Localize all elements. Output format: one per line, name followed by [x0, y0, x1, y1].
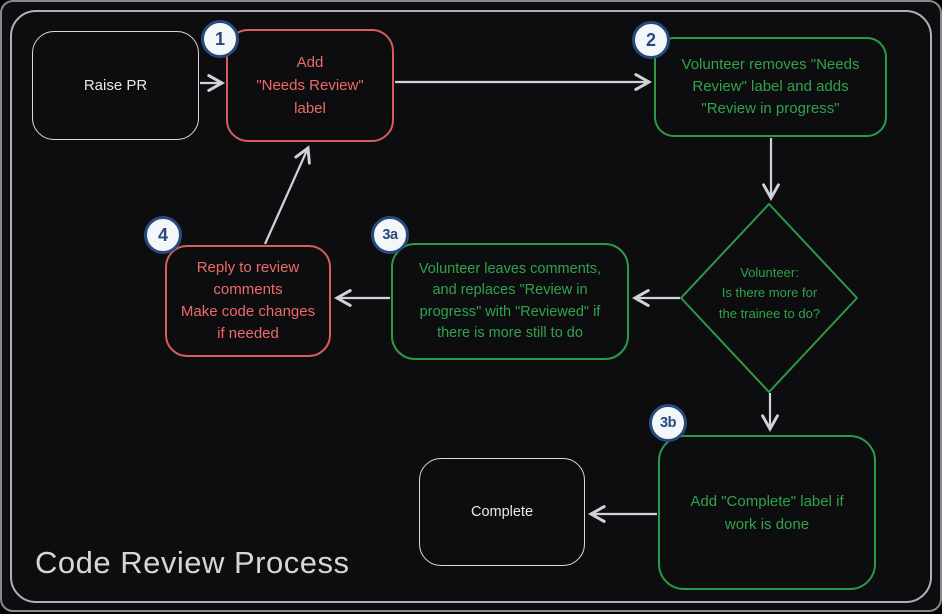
- node-volunteer-leaves-comments: Volunteer leaves comments, and replaces …: [391, 243, 629, 360]
- page-title: Code Review Process: [35, 545, 350, 580]
- step-badge-1: 1: [201, 20, 239, 58]
- step-badge-3a: 3a: [371, 216, 409, 254]
- node-volunteer-removes-label: Volunteer removes "Needs Review" label a…: [654, 37, 887, 137]
- arrow-box4-to-box1: [263, 145, 311, 245]
- node-complete: Complete: [419, 458, 585, 566]
- node-reply-to-review-comments: Reply to review comments Make code chang…: [165, 245, 331, 357]
- step-badge-4: 4: [144, 216, 182, 254]
- step-badge-2: 2: [632, 21, 670, 59]
- node-add-needs-review-label: Add "Needs Review" label: [226, 29, 394, 142]
- decision-diamond-label: Volunteer: Is there more for the trainee…: [718, 264, 821, 321]
- node-add-complete-label: Add "Complete" label if work is done: [658, 435, 876, 590]
- node-raise-pr: Raise PR: [32, 31, 199, 140]
- decision-diamond: [680, 203, 858, 393]
- step-badge-3b: 3b: [649, 404, 687, 442]
